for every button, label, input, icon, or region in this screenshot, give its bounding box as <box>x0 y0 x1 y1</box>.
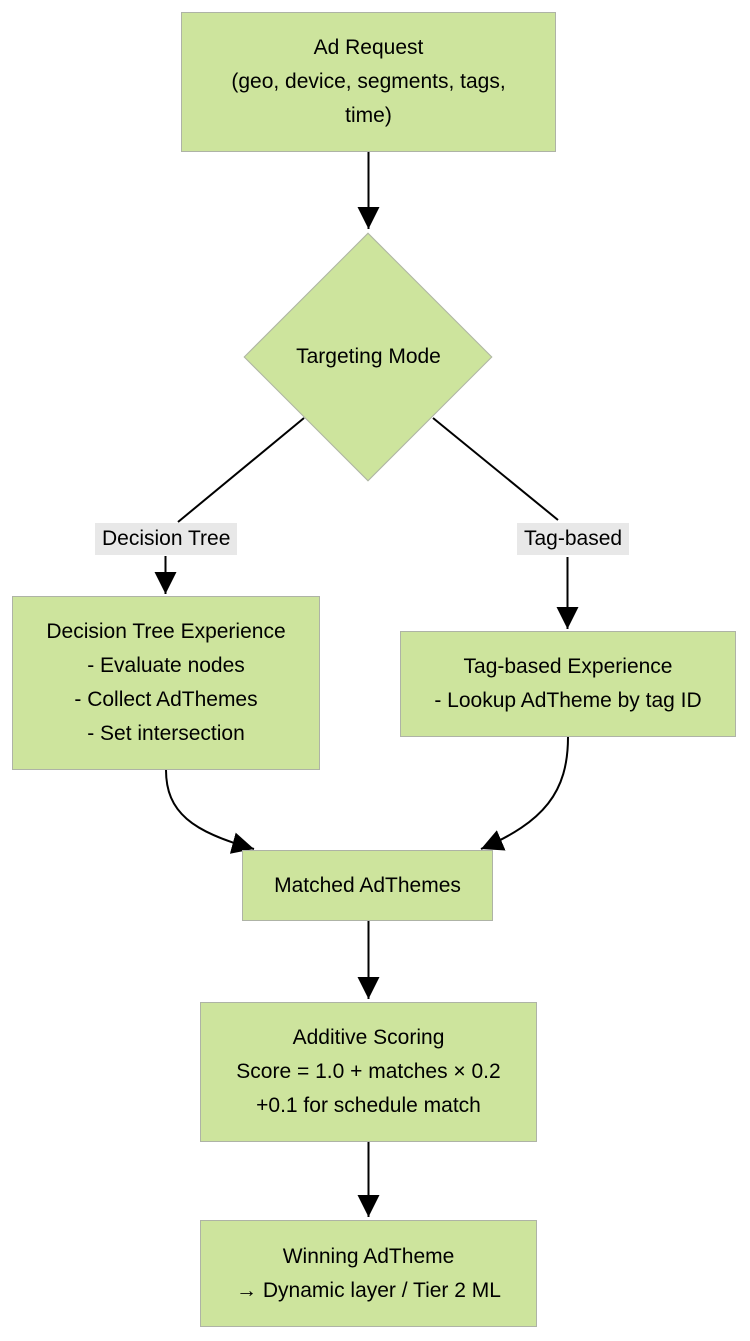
node-matched-adthemes: Matched AdThemes <box>242 850 493 921</box>
node-line: Matched AdThemes <box>274 873 461 897</box>
node-line: Tag-based Experience <box>463 655 673 678</box>
node-line: (geo, device, segments, tags, <box>231 70 506 93</box>
node-ad-request: Ad Request (geo, device, segments, tags,… <box>181 12 556 152</box>
edge-label-tag-based: Tag-based <box>517 523 630 555</box>
node-line: Decision Tree Experience <box>46 620 286 643</box>
decision-diamond-label: Targeting Mode <box>296 345 441 368</box>
node-additive-scoring: Additive Scoring Score = 1.0 + matches ×… <box>200 1002 537 1142</box>
node-line: - Evaluate nodes <box>87 654 245 677</box>
node-decision-tree-experience: Decision Tree Experience - Evaluate node… <box>12 596 320 770</box>
node-line: Score = 1.0 + matches × 0.2 <box>236 1060 501 1083</box>
node-line: Ad Request <box>313 36 424 59</box>
edge-targetingmode-to-tagbased-label <box>432 417 559 521</box>
node-tag-based-experience: Tag-based Experience - Lookup AdTheme by… <box>400 631 736 737</box>
node-line: - Collect AdThemes <box>74 688 258 711</box>
node-line: - Lookup AdTheme by tag ID <box>434 689 702 712</box>
edge-tagbasedexp-to-matched <box>480 736 569 851</box>
node-winning-adtheme: Winning AdTheme → Dynamic layer / Tier 2… <box>200 1220 537 1327</box>
node-line: +0.1 for schedule match <box>256 1094 481 1117</box>
node-line: - Set intersection <box>87 722 245 745</box>
node-line: Additive Scoring <box>292 1026 445 1049</box>
edge-decisiontreeexp-to-matched <box>165 769 255 854</box>
node-line: time) <box>345 104 392 127</box>
edge-targetingmode-to-decisiontree-label <box>177 417 305 523</box>
edge-label-decision-tree: Decision Tree <box>95 523 238 555</box>
node-line: Winning AdTheme <box>282 1244 455 1268</box>
node-line: → Dynamic layer / Tier 2 ML <box>236 1278 501 1302</box>
